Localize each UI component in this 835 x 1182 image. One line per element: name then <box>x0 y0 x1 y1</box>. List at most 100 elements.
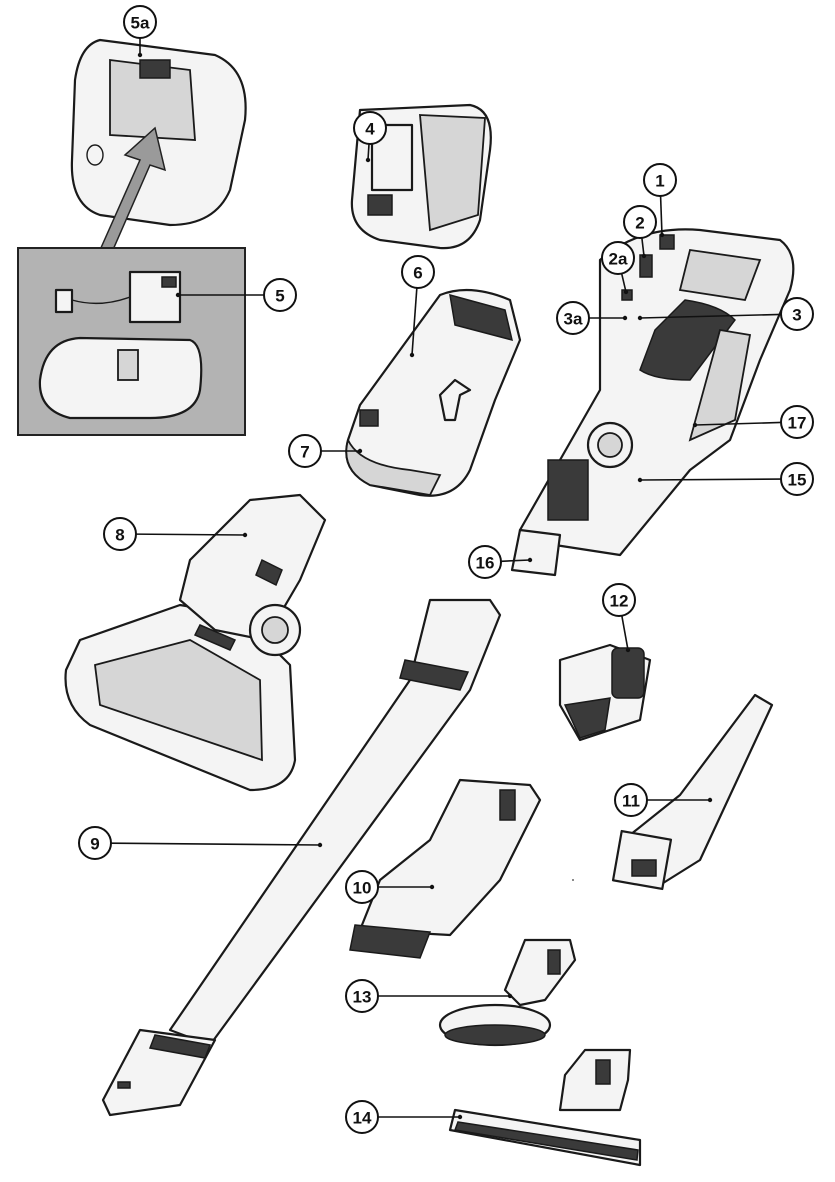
callout-circle <box>614 783 648 817</box>
callout-number: 9 <box>90 835 99 854</box>
leader-line <box>694 421 782 426</box>
callout-2a: 2a <box>601 241 635 295</box>
callout-number: 3a <box>564 310 583 329</box>
callout-number: 17 <box>788 414 807 433</box>
callout-11: 11 <box>614 783 713 817</box>
callout-number: 7 <box>300 443 309 462</box>
callout-3a: 3a <box>556 301 628 335</box>
leader-line <box>411 287 418 356</box>
callout-9: 9 <box>78 826 323 860</box>
callout-6: 6 <box>401 255 435 358</box>
leader-dot <box>137 52 143 58</box>
callout-number: 6 <box>413 264 422 283</box>
insert-arrow <box>98 126 167 253</box>
callout-circle <box>123 5 157 39</box>
leader-line <box>621 615 629 651</box>
extension-tube-9 <box>101 598 502 1117</box>
callout-14: 14 <box>345 1100 463 1134</box>
leader-dot <box>357 448 363 454</box>
callout-number: 1 <box>655 172 664 191</box>
leader-dot <box>409 352 415 358</box>
leader-dot <box>637 315 643 321</box>
leader-line <box>639 313 782 319</box>
handheld-vacuum-body <box>510 228 795 577</box>
callout-4: 4 <box>353 111 387 163</box>
leader-dot <box>637 477 643 483</box>
leader-line <box>641 237 645 257</box>
callout-10: 10 <box>345 870 435 904</box>
leader-line <box>110 842 321 846</box>
callout-circle <box>78 826 112 860</box>
leader-line <box>639 478 782 481</box>
brush-tool-10 <box>349 778 542 959</box>
callout-17: 17 <box>692 405 814 439</box>
callout-16: 16 <box>468 545 533 579</box>
callout-circle <box>263 278 297 312</box>
callout-circle <box>468 545 502 579</box>
callout-12: 12 <box>602 583 636 653</box>
leader-dot <box>641 253 647 259</box>
leader-dot <box>622 315 628 321</box>
callout-8: 8 <box>103 517 248 551</box>
leader-line <box>620 273 627 293</box>
leader-dot <box>365 157 371 163</box>
callout-number: 10 <box>353 879 372 898</box>
upholstery-tool-14 <box>448 1048 642 1167</box>
callout-number: 16 <box>476 554 495 573</box>
callout-circle <box>401 255 435 289</box>
leader-dot <box>527 557 533 563</box>
callout-15: 15 <box>637 462 814 496</box>
leader-dot <box>692 422 698 428</box>
callout-number: 13 <box>353 988 372 1007</box>
leader-dot <box>707 797 713 803</box>
callout-circle <box>780 462 814 496</box>
leader-line <box>135 533 246 536</box>
leader-dot <box>625 647 631 653</box>
callout-number: 11 <box>622 792 640 811</box>
callout-circle <box>288 434 322 468</box>
mini-brush-12 <box>558 643 652 742</box>
callout-number: 5a <box>131 14 150 33</box>
leader-dot <box>507 993 513 999</box>
leader-dot <box>175 292 181 298</box>
callout-number: 14 <box>353 1109 372 1128</box>
callout-circle <box>345 1100 379 1134</box>
leader-dot <box>457 1114 463 1120</box>
callout-3: 3 <box>637 297 814 331</box>
callout-circle <box>353 111 387 145</box>
leader-line <box>500 559 531 563</box>
callout-1: 1 <box>643 163 677 238</box>
callout-7: 7 <box>288 434 363 468</box>
callout-number: 2 <box>635 214 644 233</box>
callout-circle <box>556 301 590 335</box>
callout-circle <box>103 517 137 551</box>
charger-box-5 <box>17 247 246 436</box>
leader-dot <box>317 842 323 848</box>
callout-5a: 5a <box>123 5 157 58</box>
callout-number: 4 <box>365 120 375 139</box>
callout-5: 5 <box>175 278 297 312</box>
leader-dot <box>659 232 665 238</box>
callout-number: 2a <box>609 250 628 269</box>
leader-line <box>659 195 663 236</box>
callout-2: 2 <box>623 205 657 259</box>
callout-circle <box>345 870 379 904</box>
leader-dot <box>242 532 248 538</box>
callout-number: 15 <box>788 471 807 490</box>
small-brush-13 <box>438 938 577 1047</box>
crevice-tool-11 <box>611 693 774 891</box>
leader-dot <box>429 884 435 890</box>
callout-circle <box>643 163 677 197</box>
leader-line <box>367 143 370 161</box>
callout-number: 3 <box>792 306 801 325</box>
callout-circle <box>601 241 635 275</box>
leader-dot <box>623 289 629 295</box>
callout-circle <box>780 405 814 439</box>
wall-bracket-5a <box>70 38 247 227</box>
callout-circle <box>780 297 814 331</box>
callout-number: 5 <box>275 287 284 306</box>
callout-number: 8 <box>115 526 124 545</box>
callout-number: 12 <box>610 592 629 611</box>
dust-container-6-7 <box>345 288 522 497</box>
